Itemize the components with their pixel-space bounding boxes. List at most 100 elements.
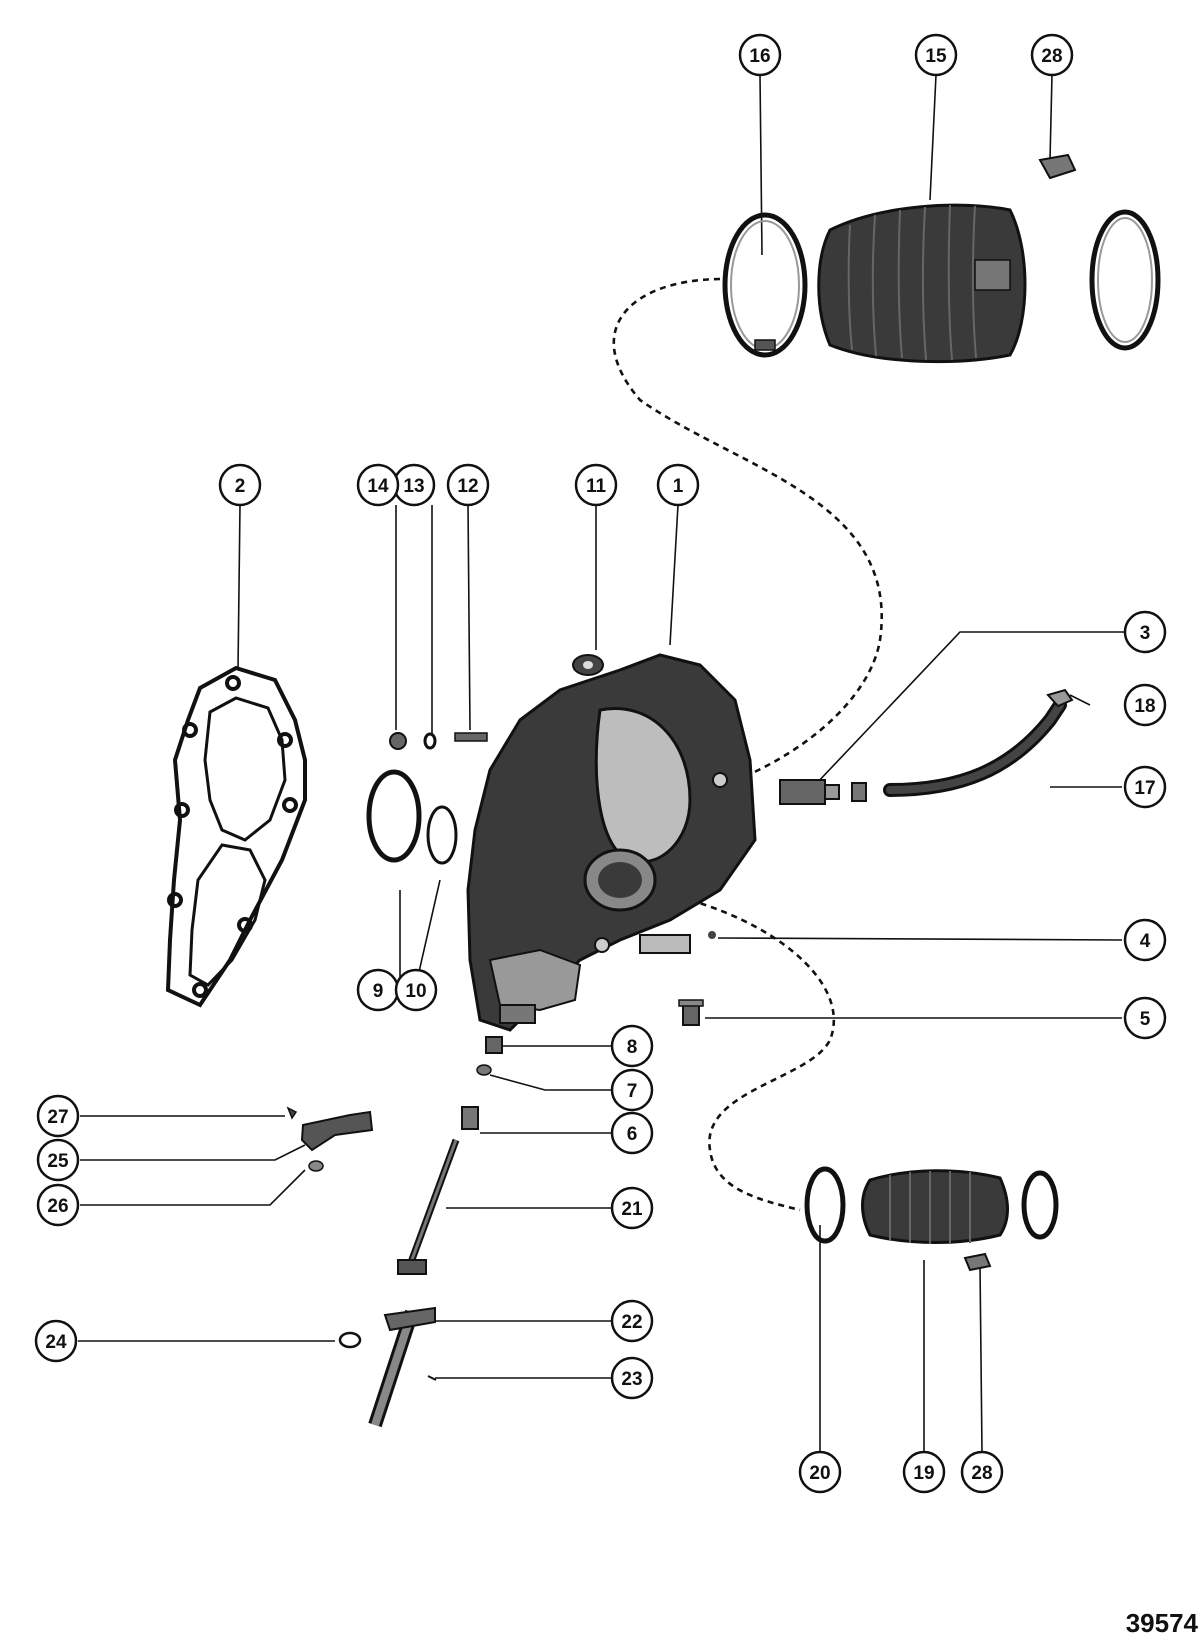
- part-bellows-15: [817, 203, 1027, 364]
- part-washer-26: [308, 1160, 324, 1172]
- callout-9: 9: [356, 968, 400, 1012]
- figure-number: 39574: [1126, 1608, 1199, 1638]
- callout-circle: [1030, 33, 1074, 77]
- callout-13: 13: [392, 463, 436, 507]
- callout-circle: [610, 1024, 654, 1068]
- callout-number: 1: [673, 476, 684, 497]
- callout-26: 26: [36, 1183, 80, 1227]
- callout-circle: [610, 1356, 654, 1400]
- callout-circle: [36, 1138, 80, 1182]
- part-clamp-16-second: [1089, 209, 1161, 351]
- callout-circle: [738, 33, 782, 77]
- callout-number: 5: [1140, 1009, 1151, 1030]
- callout-11: 11: [574, 463, 618, 507]
- part-clip-28-upper: [1038, 153, 1077, 180]
- callout-number: 23: [621, 1369, 642, 1390]
- part-clamp-16: [722, 212, 808, 358]
- callout-number: 28: [971, 1463, 992, 1484]
- callout-4: 4: [1123, 918, 1167, 962]
- callout-circle: [798, 1450, 842, 1494]
- callout-number: 8: [627, 1037, 638, 1058]
- callout-number: 4: [1140, 931, 1151, 952]
- part-pin-23: [427, 1375, 437, 1381]
- callout-2: 2: [218, 463, 262, 507]
- callout-27: 27: [36, 1094, 80, 1138]
- callout-25: 25: [36, 1138, 80, 1182]
- part-washer-13: [423, 732, 437, 750]
- callout-24: 24: [34, 1319, 78, 1363]
- callout-number: 17: [1134, 778, 1155, 799]
- callout-21: 21: [610, 1186, 654, 1230]
- callout-17: 17: [1123, 765, 1167, 809]
- callout-number: 14: [367, 476, 389, 497]
- part-washer-7: [476, 1064, 492, 1076]
- part-fitting-5: [678, 999, 704, 1026]
- callout-circle: [610, 1111, 654, 1155]
- callout-circle: [902, 1450, 946, 1494]
- callout-number: 18: [1134, 696, 1155, 717]
- part-bushing-6: [461, 1106, 479, 1130]
- part-o-ring-large: [366, 769, 422, 863]
- part-shift-shaft-22: [368, 1306, 436, 1428]
- leader-lines: [78, 74, 1125, 1453]
- part-pin-4: [708, 931, 716, 939]
- callout-22: 22: [610, 1299, 654, 1343]
- part-stud-12: [454, 732, 488, 742]
- callout-circle: [36, 1094, 80, 1138]
- callout-number: 21: [621, 1199, 643, 1220]
- callout-23: 23: [610, 1356, 654, 1400]
- callout-6: 6: [610, 1111, 654, 1155]
- callout-circle: [610, 1186, 654, 1230]
- callout-circle: [1123, 918, 1167, 962]
- callout-circle: [914, 33, 958, 77]
- callout-circle: [356, 463, 400, 507]
- part-pin-27: [286, 1106, 298, 1120]
- callout-12: 12: [446, 463, 490, 507]
- callout-number: 3: [1140, 623, 1151, 644]
- callout-circle: [1123, 683, 1167, 727]
- dashed-routing-lines: [612, 277, 883, 1212]
- callout-number: 16: [749, 46, 770, 67]
- callout-28: 28: [1030, 33, 1074, 77]
- part-gasket: [165, 665, 307, 1008]
- callout-number: 11: [586, 476, 607, 497]
- part-o-ring-small: [426, 805, 458, 865]
- callout-1: 1: [656, 463, 700, 507]
- part-ring-24: [338, 1331, 362, 1349]
- callout-number: 26: [47, 1196, 68, 1217]
- callout-18: 18: [1123, 683, 1167, 727]
- callout-circle: [1123, 996, 1167, 1040]
- callout-3: 3: [1123, 610, 1167, 654]
- callout-circle: [610, 1068, 654, 1112]
- callout-number: 19: [913, 1463, 934, 1484]
- callout-8: 8: [610, 1024, 654, 1068]
- callout-number: 2: [235, 476, 246, 497]
- callout-14: 14: [356, 463, 400, 507]
- part-nut-14: [389, 732, 407, 750]
- part-lever-25: [300, 1110, 374, 1152]
- callout-number: 9: [373, 981, 384, 1002]
- part-housing: [466, 653, 757, 1032]
- callout-16: 16: [738, 33, 782, 77]
- callout-number: 20: [809, 1463, 830, 1484]
- callout-10: 10: [394, 968, 438, 1012]
- callout-circle: [1123, 765, 1167, 809]
- callout-number: 12: [457, 476, 478, 497]
- callout-number: 24: [45, 1332, 67, 1353]
- dashed-line-upper: [612, 277, 883, 792]
- callout-number: 10: [405, 981, 426, 1002]
- callout-15: 15: [914, 33, 958, 77]
- callout-circle: [394, 968, 438, 1012]
- part-clamp-20-second: [1021, 1170, 1059, 1240]
- callout-number: 28: [1041, 46, 1062, 67]
- callout-number: 27: [47, 1107, 68, 1128]
- part-bellows-19: [861, 1169, 1009, 1244]
- part-clamp-20: [804, 1166, 846, 1244]
- callout-circle: [446, 463, 490, 507]
- callout-circle: [34, 1319, 78, 1363]
- callout-number: 6: [627, 1124, 638, 1145]
- callout-number: 7: [627, 1081, 638, 1102]
